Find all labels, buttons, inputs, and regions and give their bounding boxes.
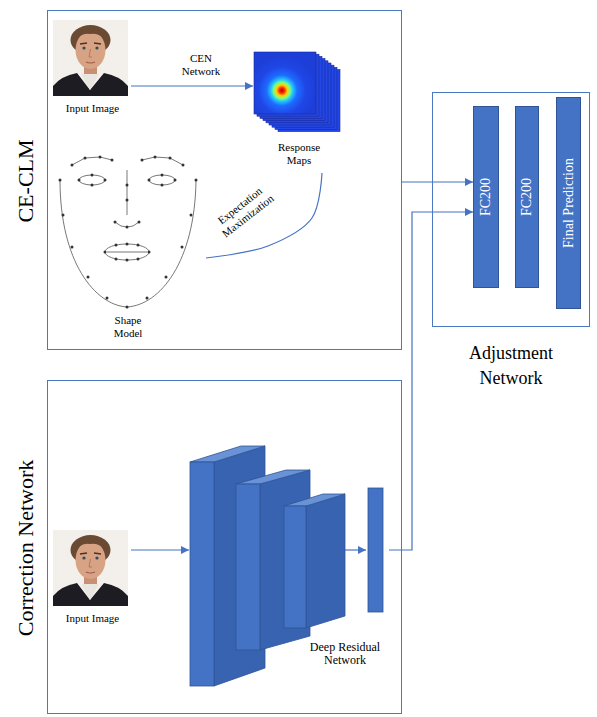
shape-model-drawing bbox=[59, 156, 198, 309]
layer-label: FC200 bbox=[517, 106, 537, 288]
connector-arrow bbox=[206, 173, 322, 258]
jaw-line bbox=[60, 180, 196, 307]
block-side bbox=[306, 494, 345, 628]
network-node: Deep Residual Network bbox=[189, 441, 389, 691]
mouth-outline bbox=[105, 244, 149, 260]
heading-text: CE-CLM bbox=[12, 11, 40, 351]
block-top bbox=[284, 494, 345, 506]
caption-text: Input Image bbox=[54, 612, 131, 625]
internal-arrow bbox=[345, 549, 366, 550]
layer-label: FC200 bbox=[476, 106, 496, 288]
layer-label: Final Prediction bbox=[559, 97, 579, 309]
shape-model-node: Shape Model bbox=[51, 146, 206, 341]
mouth-line bbox=[107, 252, 147, 253]
response-map bbox=[254, 52, 316, 114]
block-side bbox=[260, 470, 310, 650]
block-front bbox=[284, 506, 306, 628]
panel-box: FC200FC200Final PredictionAdjustment Net… bbox=[432, 92, 590, 327]
face-photo bbox=[53, 530, 128, 606]
connector-arrow bbox=[131, 549, 189, 550]
heading-text: Correction Network bbox=[12, 381, 40, 715]
panel-box: Input ImageDeep Residual NetworkCorrecti… bbox=[47, 380, 402, 714]
heading-text: Adjustment Network bbox=[456, 341, 566, 391]
response-map-stack bbox=[254, 52, 340, 132]
response-maps-node: Response Maps bbox=[253, 49, 345, 173]
connector-arrow bbox=[402, 181, 473, 182]
image-node: Input Image bbox=[54, 531, 131, 627]
edge-label: CEN Network bbox=[175, 52, 227, 78]
layer-bar: Final Prediction bbox=[556, 97, 581, 309]
edge-label: Expectation Maximization bbox=[209, 180, 279, 242]
eyebrow-line bbox=[72, 157, 112, 165]
feature-bar bbox=[368, 488, 383, 612]
landmark-dots bbox=[59, 156, 198, 309]
connector-arrow bbox=[131, 85, 253, 86]
face-photo bbox=[53, 20, 128, 96]
caption-text: Shape Model bbox=[103, 314, 153, 340]
layer-bar: FC200 bbox=[515, 106, 539, 288]
caption-text: Input Image bbox=[54, 102, 131, 115]
nose-line bbox=[127, 170, 128, 215]
block-top bbox=[190, 446, 265, 462]
layer-bar: FC200 bbox=[473, 106, 499, 288]
block-front bbox=[190, 462, 214, 686]
caption-text: Response Maps bbox=[269, 141, 329, 167]
image-node: Input Image bbox=[54, 21, 131, 117]
block-top bbox=[236, 470, 310, 484]
caption-text: Deep Residual Network bbox=[303, 641, 387, 667]
eyebrow-line bbox=[142, 157, 183, 165]
block-front bbox=[236, 484, 260, 650]
